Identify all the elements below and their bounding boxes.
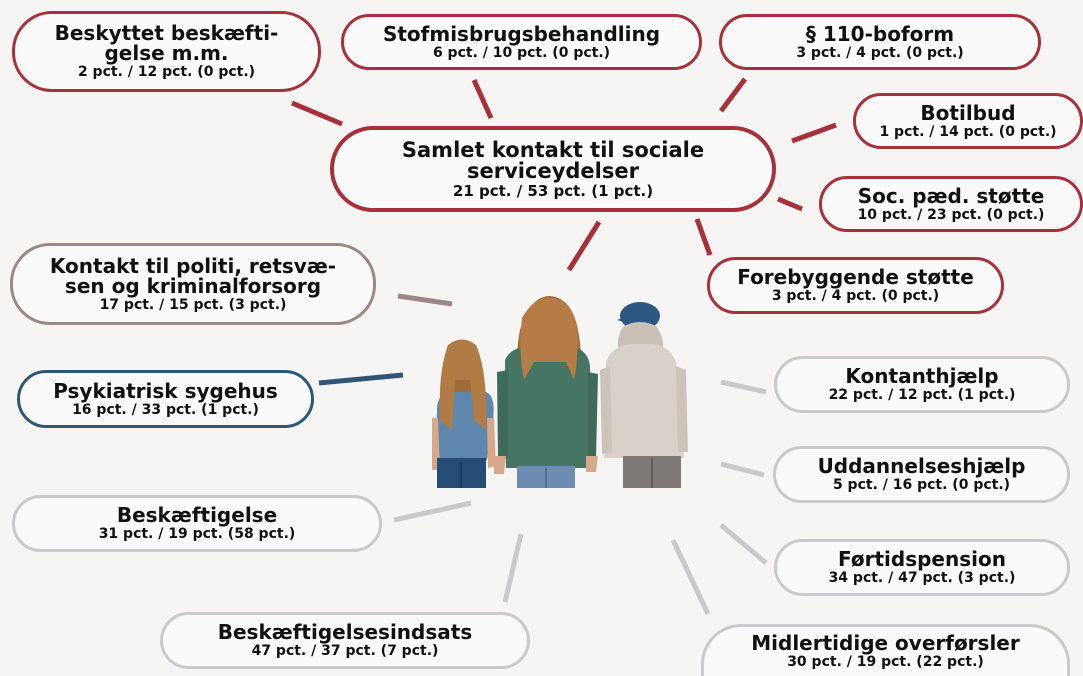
connector-beskyttet (291, 100, 343, 127)
node-stats: 17 pct. / 15 pct. (3 pct.) (99, 296, 287, 313)
connector-forebyggende (694, 218, 713, 256)
node-foertidspension: Førtidspension 34 pct. / 47 pct. (3 pct.… (774, 539, 1070, 596)
person-right (600, 302, 688, 488)
node-stats: 3 pct. / 4 pct. (0 pct.) (771, 288, 940, 304)
node-stats: 3 pct. / 4 pct. (0 pct.) (796, 44, 964, 61)
node-110-boform: § 110-boform 3 pct. / 4 pct. (0 pct.) (719, 14, 1041, 70)
node-title: Forebyggende støtte (737, 265, 974, 289)
node-title-line-1: Kontakt til politi, retsvæ- (49, 253, 337, 278)
node-midlertidige-overfoersler: Midlertidige overførsler 30 pct. / 19 pc… (701, 624, 1070, 676)
connector-psykiatrisk (318, 372, 404, 386)
node-title: Psykiatrisk sygehus (53, 378, 278, 403)
node-uddannelseshjaelp: Uddannelseshjælp 5 pct. / 16 pct. (0 pct… (773, 446, 1070, 503)
node-kontanthjaelp: Kontanthjælp 22 pct. / 12 pct. (1 pct.) (774, 356, 1070, 413)
person-middle (494, 296, 598, 488)
node-stats: 16 pct. / 33 pct. (1 pct.) (72, 401, 259, 418)
node-title: Soc. pæd. støtte (857, 183, 1045, 208)
node-beskaeftigelse: Beskæftigelse 31 pct. / 19 pct. (58 pct.… (12, 495, 382, 552)
node-title: Uddannelseshjælp (817, 454, 1026, 478)
node-soc-paed-stoette: Soc. pæd. støtte 10 pct. / 23 pct. (0 pc… (819, 176, 1083, 232)
connector-kontanthjaelp (720, 379, 767, 395)
node-forebyggende-stoette: Forebyggende støtte 3 pct. / 4 pct. (0 p… (707, 257, 1004, 314)
node-title-line-1: Beskyttet beskæfti- (54, 21, 279, 45)
connector-samlet-center (566, 220, 602, 272)
node-title: Beskæftigelse (116, 503, 278, 527)
node-stats: 6 pct. / 10 pct. (0 pct.) (432, 44, 611, 61)
node-stats: 22 pct. / 12 pct. (1 pct.) (828, 387, 1016, 403)
node-title-line-1: Samlet kontakt til sociale (401, 137, 705, 162)
node-botilbud: Botilbud 1 pct. / 14 pct. (0 pct.) (853, 93, 1083, 149)
node-stats: 5 pct. / 16 pct. (0 pct.) (832, 477, 1011, 493)
connector-fortid (719, 523, 768, 565)
node-title: Førtidspension (838, 547, 1006, 571)
connector-uddannelse (720, 461, 765, 478)
node-stats: 31 pct. / 19 pct. (58 pct.) (98, 526, 296, 542)
node-stats: 1 pct. / 14 pct. (0 pct.) (879, 123, 1057, 140)
node-stats: 21 pct. / 53 pct. (1 pct.) (452, 181, 654, 200)
node-stats: 30 pct. / 19 pct. (22 pct.) (787, 654, 984, 670)
node-title: Kontanthjælp (845, 364, 999, 388)
connector-stofmisbrug (471, 78, 494, 120)
node-title: Botilbud (920, 100, 1016, 125)
connector-beskaeftigelse (393, 500, 472, 523)
node-stats: 10 pct. / 23 pct. (0 pct.) (857, 206, 1045, 223)
node-title: Kontakt til politi, retsvæ-sen og krimin… (50, 256, 336, 296)
node-title-line-2: gelse m.m. (104, 41, 229, 65)
node-title: Stofmisbrugsbehandling (382, 21, 661, 46)
connector-botilbud (791, 122, 837, 144)
person-left (432, 339, 496, 488)
node-title-line-2: serviceydelser (467, 158, 639, 183)
node-beskyttet-beskaeftigelse: Beskyttet beskæfti-gelse m.m. 2 pct. / 1… (12, 11, 321, 92)
three-young-people-illustration (432, 296, 688, 488)
connector-boform (719, 77, 747, 113)
node-psykiatrisk-sygehus: Psykiatrisk sygehus 16 pct. / 33 pct. (1… (17, 370, 314, 428)
node-stats: 47 pct. / 37 pct. (7 pct.) (251, 643, 439, 659)
node-title: Midlertidige overførsler (751, 631, 1020, 655)
connector-politi (397, 293, 453, 307)
connector-indsats (502, 533, 524, 603)
node-title: Beskyttet beskæfti-gelse m.m. (55, 23, 279, 63)
node-stats: 34 pct. / 47 pct. (3 pct.) (828, 570, 1016, 586)
node-beskaeftigelsesindsats: Beskæftigelsesindsats 47 pct. / 37 pct. … (160, 612, 530, 669)
node-title-line-2: sen og kriminalforsorg (64, 273, 322, 298)
node-title: § 110-boform (805, 21, 955, 46)
node-title: Beskæftigelsesindsats (217, 620, 473, 644)
connector-midlertidige (670, 538, 711, 616)
node-stofmisbrugsbehandling: Stofmisbrugsbehandling 6 pct. / 10 pct. … (341, 14, 702, 70)
node-stats: 2 pct. / 12 pct. (0 pct.) (77, 64, 256, 80)
connector-socpaed (777, 196, 803, 212)
node-kontakt-politi-retsvaesen: Kontakt til politi, retsvæ-sen og krimin… (10, 243, 376, 325)
